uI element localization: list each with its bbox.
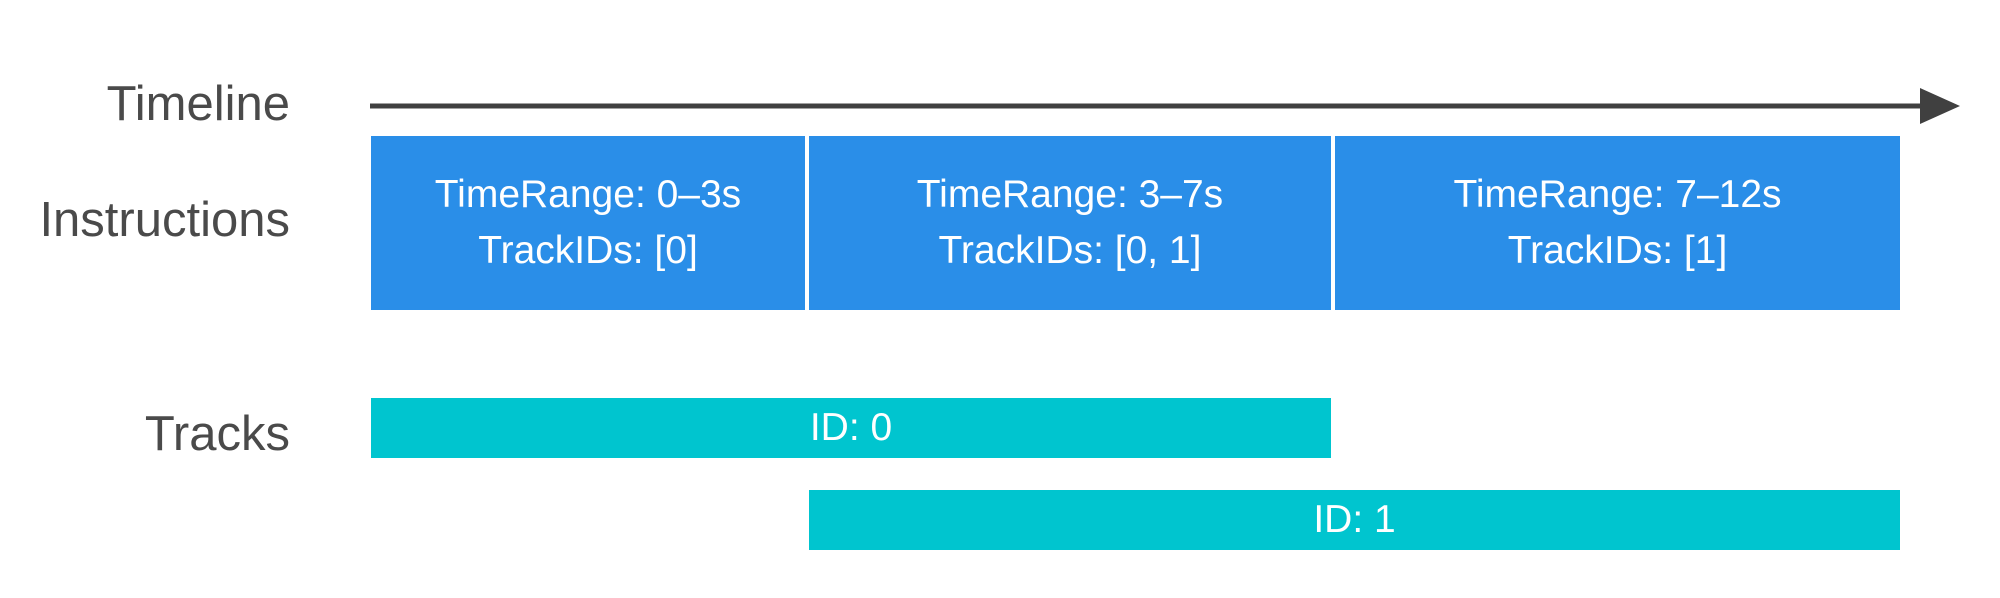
instruction-track-ids: TrackIDs: [1] [1507, 229, 1728, 272]
instruction-time-range: TimeRange: 3–7s [916, 173, 1224, 216]
instruction-track-ids: TrackIDs: [0] [478, 229, 698, 272]
instruction-block-2: TimeRange: 7–12s TrackIDs: [1] [1335, 136, 1900, 310]
tracks-label: Tracks [144, 407, 290, 461]
timeline-label: Timeline [106, 77, 290, 131]
track-bar-0: ID: 0 [371, 398, 1331, 458]
track-label: ID: 0 [809, 406, 893, 449]
instruction-block-0: TimeRange: 0–3s TrackIDs: [0] [371, 136, 805, 310]
instructions-label: Instructions [39, 193, 290, 247]
instruction-time-range: TimeRange: 0–3s [434, 173, 742, 216]
track-label: ID: 1 [1313, 498, 1396, 541]
instruction-time-range: TimeRange: 7–12s [1453, 173, 1782, 216]
instruction-track-ids: TrackIDs: [0, 1] [938, 229, 1202, 272]
track-bar-1: ID: 1 [809, 490, 1900, 550]
timeline-arrow [370, 88, 1960, 124]
timeline-arrow-head [1920, 88, 1960, 124]
instruction-block-1: TimeRange: 3–7s TrackIDs: [0, 1] [809, 136, 1331, 310]
